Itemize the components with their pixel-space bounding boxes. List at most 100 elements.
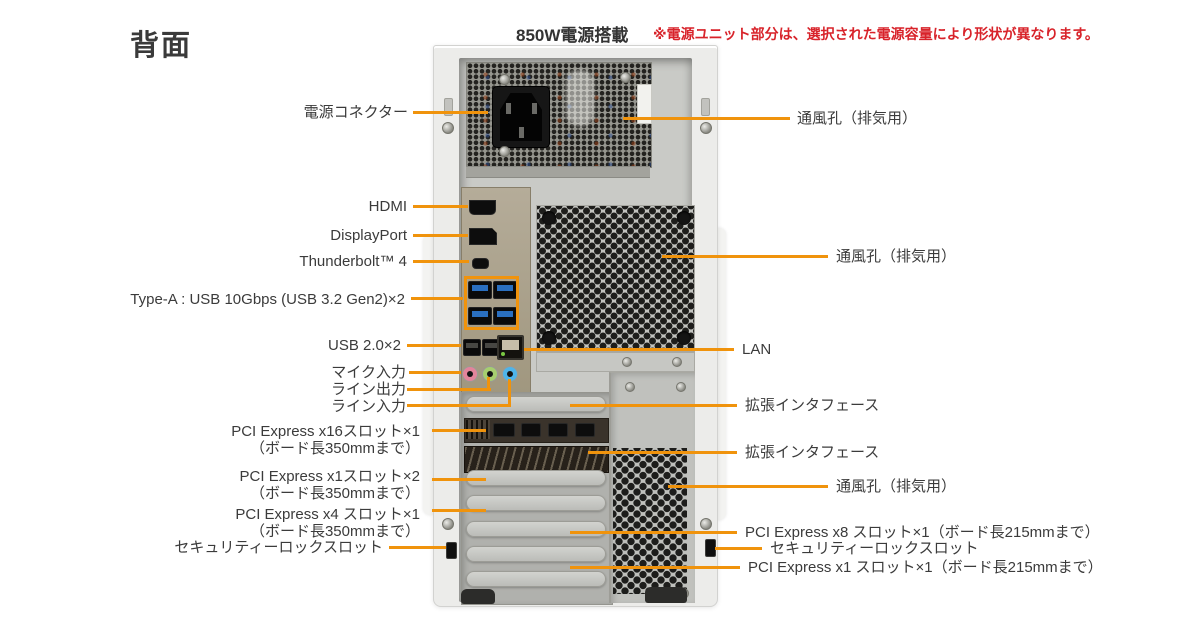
callout-line — [570, 566, 740, 569]
label-exhaust-vent-psu: 通風孔（排気用） — [797, 110, 918, 127]
callout-line — [570, 404, 737, 407]
callout-line — [715, 547, 762, 550]
screw — [672, 357, 682, 367]
hdmi-port — [469, 200, 496, 215]
exhaust-vent-lower — [613, 448, 687, 594]
callout-line — [407, 344, 461, 347]
case-foot — [645, 587, 687, 603]
callout-line — [407, 404, 511, 407]
callout-line — [432, 509, 486, 512]
mic-input-jack — [462, 366, 478, 382]
callout-line — [662, 255, 828, 258]
label-thunderbolt4: Thunderbolt™ 4 — [299, 253, 407, 270]
callout-line — [413, 234, 468, 237]
usb3-port — [468, 281, 492, 299]
psu-warning-note: ※電源ユニット部分は、選択された電源容量により形状が異なります。 — [653, 26, 1099, 42]
screw — [676, 382, 686, 392]
slot-cover — [466, 521, 606, 537]
slot-cover — [466, 470, 606, 486]
label-subline: （ボード長350mmまで） — [249, 523, 420, 540]
label-line-out: ライン出力 — [330, 381, 406, 398]
callout-line — [668, 485, 828, 488]
slot-cover — [466, 495, 606, 511]
callout-line — [432, 478, 486, 481]
callout-line — [409, 371, 461, 374]
label-security-lock-right: セキュリティーロックスロット — [770, 540, 979, 557]
callout-line — [487, 377, 490, 390]
gpu-dp-out — [575, 423, 595, 437]
usb3-group-highlight-box — [464, 276, 519, 330]
line-out-jack — [482, 366, 498, 382]
usb3-port — [468, 307, 492, 325]
slot-cover — [466, 546, 606, 562]
label-line: PCI Express x16スロット×1 — [231, 423, 420, 440]
callout-line — [508, 379, 511, 406]
usb2-port — [482, 339, 500, 356]
frame-slot-mark — [444, 98, 453, 116]
callout-line — [570, 531, 737, 534]
label-expansion-interface-2: 拡張インタフェース — [745, 444, 880, 461]
screw — [620, 72, 631, 83]
label-lan: LAN — [742, 341, 772, 358]
callout-line — [413, 205, 468, 208]
exhaust-vent-fan — [536, 205, 695, 352]
label-line: PCI Express x4 スロット×1 — [235, 506, 420, 523]
label-pcie-x1-slot: PCI Express x1スロット×2 （ボード長350mmまで） — [240, 468, 420, 502]
fan-mount-peg — [542, 331, 556, 345]
psu-label-sticker — [637, 84, 652, 124]
gpu-dp-out — [521, 423, 541, 437]
callout-line — [432, 429, 486, 432]
fan-mount-peg — [677, 211, 691, 225]
label-displayport: DisplayPort — [330, 227, 407, 244]
label-pcie-x16-slot: PCI Express x16スロット×1 （ボード長350mmまで） — [231, 423, 420, 457]
security-lock-slot-left — [446, 542, 457, 559]
screw — [499, 74, 510, 85]
case-foot — [461, 589, 495, 604]
screw — [442, 122, 454, 134]
screw — [700, 122, 712, 134]
callout-line — [407, 388, 491, 391]
psu-bottom-lip — [466, 166, 650, 178]
usb2-port — [463, 339, 481, 356]
lower-bracket — [536, 352, 695, 372]
lan-port — [497, 335, 524, 360]
gpu-dp-out — [548, 423, 568, 437]
label-exhaust-vent-lower: 通風孔（排気用） — [836, 478, 957, 495]
psu-wattage-label: 850W電源搭載 — [516, 26, 629, 45]
screw — [442, 518, 454, 530]
label-exhaust-vent-fan: 通風孔（排気用） — [836, 248, 957, 265]
label-mic-input: マイク入力 — [331, 364, 406, 381]
callout-line — [411, 297, 463, 300]
label-pcie-x1-short-slot: PCI Express x1 スロット×1（ボード長215mmまで） — [748, 559, 1103, 576]
callout-line — [588, 451, 737, 454]
label-subline: （ボード長350mmまで） — [249, 440, 420, 457]
thunderbolt4-usbc-port — [472, 258, 489, 269]
fan-mount-peg — [677, 331, 691, 345]
label-line: PCI Express x1スロット×2 — [239, 468, 420, 485]
label-line-in: ライン入力 — [330, 398, 406, 415]
fan-mount-peg — [542, 211, 556, 225]
label-usb20: USB 2.0×2 — [328, 337, 401, 354]
callout-line — [389, 546, 446, 549]
label-pcie-x8-slot: PCI Express x8 スロット×1（ボード長215mmまで） — [745, 524, 1100, 541]
frame-slot-mark — [701, 98, 710, 116]
displayport-port — [469, 228, 497, 245]
label-security-lock-left: セキュリティーロックスロット — [174, 539, 383, 556]
screw — [625, 382, 635, 392]
slot-cover — [466, 571, 606, 587]
page-title: 背面 — [130, 30, 193, 62]
label-pcie-x4-slot: PCI Express x4 スロット×1 （ボード長350mmまで） — [235, 506, 420, 540]
label-subline: （ボード長350mmまで） — [249, 485, 420, 502]
screw — [700, 518, 712, 530]
label-power-connector: 電源コネクター — [303, 104, 408, 121]
callout-line — [413, 111, 488, 114]
screw — [499, 146, 510, 157]
psu-inner-cable-highlight — [566, 70, 594, 126]
ac-power-inlet — [492, 86, 550, 148]
callout-line — [413, 260, 469, 263]
label-expansion-interface-1: 拡張インタフェース — [745, 397, 880, 414]
screw — [622, 357, 632, 367]
callout-line — [524, 348, 734, 351]
label-hdmi: HDMI — [368, 198, 407, 215]
